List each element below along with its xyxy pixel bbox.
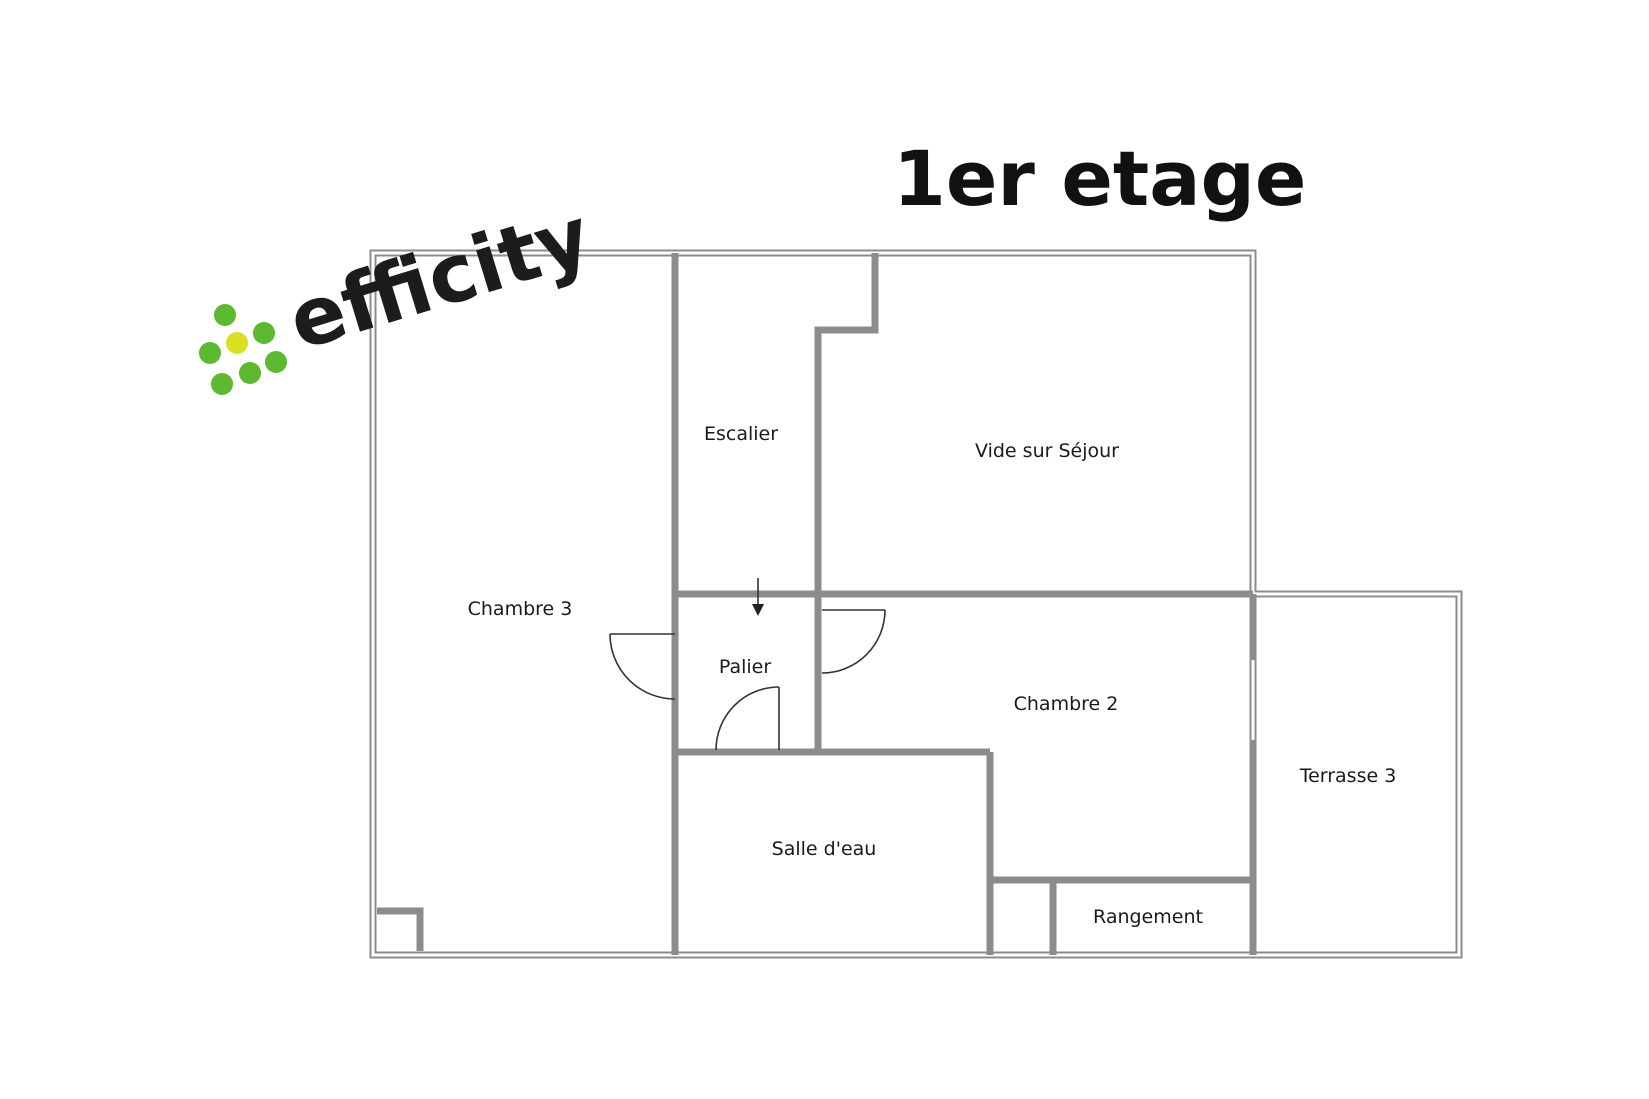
room-rangement: Rangement	[1093, 906, 1203, 928]
room-chambre-2: Chambre 2	[1014, 693, 1119, 715]
window-marks	[371, 365, 1255, 957]
walls	[369, 249, 1463, 959]
room-vide-sur-sejour: Vide sur Séjour	[975, 440, 1119, 462]
doors	[609, 578, 886, 751]
room-salle-d-eau: Salle d'eau	[772, 838, 877, 860]
room-chambre-3: Chambre 3	[468, 598, 573, 620]
room-labels: Chambre 3 Escalier Vide sur Séjour Palie…	[468, 423, 1397, 928]
room-terrasse-3: Terrasse 3	[1299, 765, 1397, 787]
room-escalier: Escalier	[704, 423, 778, 445]
logo-wordmark: efficity	[278, 189, 600, 368]
efficity-logo: efficity	[199, 189, 601, 395]
floor-title: 1er etage	[893, 134, 1306, 223]
logo-dots	[199, 304, 287, 395]
room-palier: Palier	[719, 656, 771, 678]
